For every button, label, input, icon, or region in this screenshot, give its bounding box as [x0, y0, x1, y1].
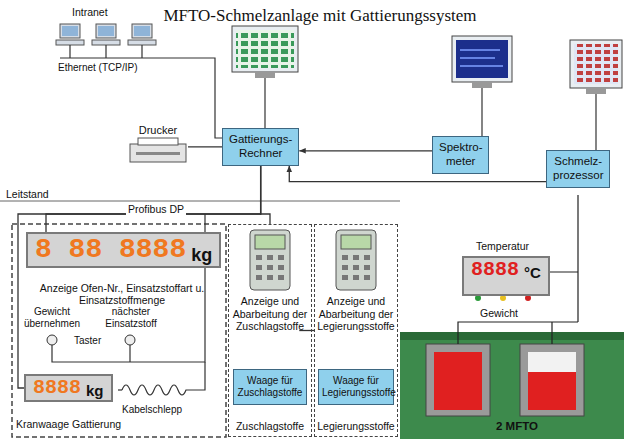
connector-line: [188, 146, 222, 147]
text-label: Gewicht: [480, 307, 518, 319]
dashed-region: Anzeige und Abarbeitung der Legierungsst…: [314, 224, 398, 437]
scale-box: Waage für Legierungsstoffe: [318, 369, 394, 405]
connector: [46, 166, 261, 232]
text-label: Ethernet (TCP/IP): [58, 62, 137, 74]
diagram-title: MFTO-Schmelzanlage mit Gattierungssystem: [150, 6, 490, 26]
connector-line: [289, 166, 546, 182]
text-label: Intranet: [72, 6, 108, 18]
display-digits: 8888: [471, 260, 519, 280]
scale-box: Waage für Zuschlagstoffe: [233, 369, 307, 405]
text-label: Anzeige Ofen-Nr., Einsatzstoffart u. Ein…: [22, 282, 222, 306]
text-label: Leitstand: [6, 188, 49, 200]
text-label: Gewicht übernehmen: [16, 306, 88, 329]
connector-line: [46, 166, 261, 232]
display-digits: 8 88 8888: [35, 236, 186, 264]
region-text: Anzeige und Abarbeitung der Legierungsst…: [317, 295, 395, 333]
text-label: Kabelschlepp: [122, 404, 182, 416]
process-box: Spektro-meter: [432, 136, 489, 174]
box-text: Schmelz-prozessor: [553, 155, 603, 183]
box-text: Gattierungs-Rechner: [229, 133, 292, 161]
digital-display: 8 88 8888 kg: [26, 232, 221, 268]
region-text: Zuschlagstoffe: [229, 420, 311, 432]
arrowhead: [287, 166, 292, 172]
process-box: Gattierungs-Rechner: [222, 128, 299, 166]
text-label: nächster Einsatzstoff: [92, 306, 170, 329]
box-text: Waage für Zuschlagstoffe: [237, 375, 303, 399]
text-label: Temperatur: [476, 240, 529, 252]
digital-display: 8888 °C: [462, 256, 550, 296]
region-text: Anzeige und Abarbeitung der Zuschlagstof…: [231, 295, 309, 333]
connector: [261, 166, 270, 224]
process-box: Schmelz-prozessor: [546, 150, 610, 188]
display-digits: 8888: [33, 378, 81, 398]
text-label: Profibus DP: [126, 203, 186, 215]
box-text: Spektro-meter: [439, 141, 482, 169]
arrowhead: [299, 148, 305, 153]
connector-line: [18, 166, 261, 388]
display-unit: kg: [191, 246, 212, 264]
printer-icon: [128, 136, 188, 166]
connector: [299, 148, 432, 153]
digital-display: 8888 kg: [24, 374, 113, 402]
display-unit: kg: [86, 383, 104, 398]
printer-label: Drucker: [128, 124, 188, 136]
printer: Drucker: [128, 124, 188, 166]
box-text: Waage für Legierungsstoffe: [322, 375, 390, 399]
region-text: Legierungsstoffe: [315, 420, 397, 432]
connector: [188, 146, 222, 147]
text-label: Kranwaage Gattierung: [16, 418, 121, 430]
connector: [18, 166, 261, 388]
connector-line: [299, 150, 432, 151]
text-label: 2 MFTO: [496, 420, 538, 433]
display-unit: °C: [524, 265, 541, 280]
connector-line: [261, 166, 270, 224]
text-label: Taster: [74, 335, 101, 347]
connector: [287, 166, 546, 182]
dashed-region: Anzeige und Abarbeitung der Zuschlagstof…: [228, 224, 312, 437]
